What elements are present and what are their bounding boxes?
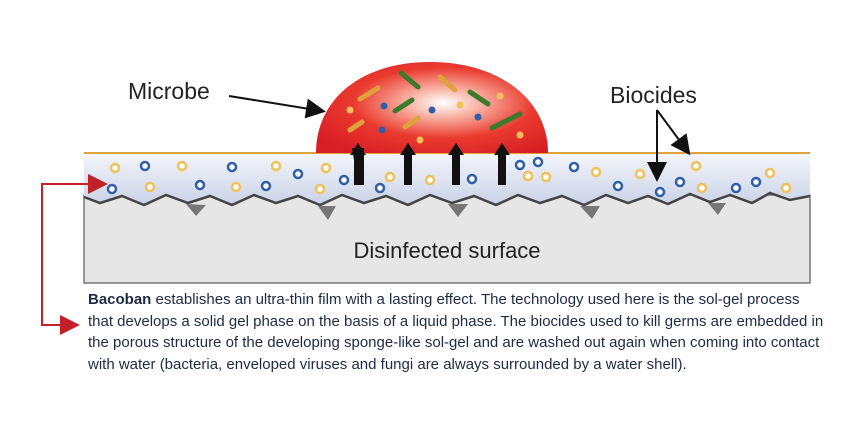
- release-arrows: [350, 143, 510, 185]
- biocides-pointers: [647, 109, 691, 182]
- biocide-particles: [106, 156, 792, 198]
- porous-surface-edge: [83, 191, 811, 220]
- caption-body: establishes an ultra-thin film with a la…: [88, 291, 824, 373]
- biocides-label: Biocides: [610, 82, 697, 108]
- caption-brand: Bacoban: [88, 291, 152, 308]
- microbe-label: Microbe: [128, 78, 210, 104]
- surface-label: Disinfected surface: [353, 238, 540, 263]
- callout-connector: [41, 174, 108, 335]
- caption-text: Bacoban establishes an ultra-thin film w…: [88, 289, 828, 375]
- microbe-pointer: [228, 95, 326, 119]
- surface-block: [83, 194, 811, 284]
- sol-gel-film: [84, 153, 810, 205]
- microbe-droplet: [316, 62, 548, 153]
